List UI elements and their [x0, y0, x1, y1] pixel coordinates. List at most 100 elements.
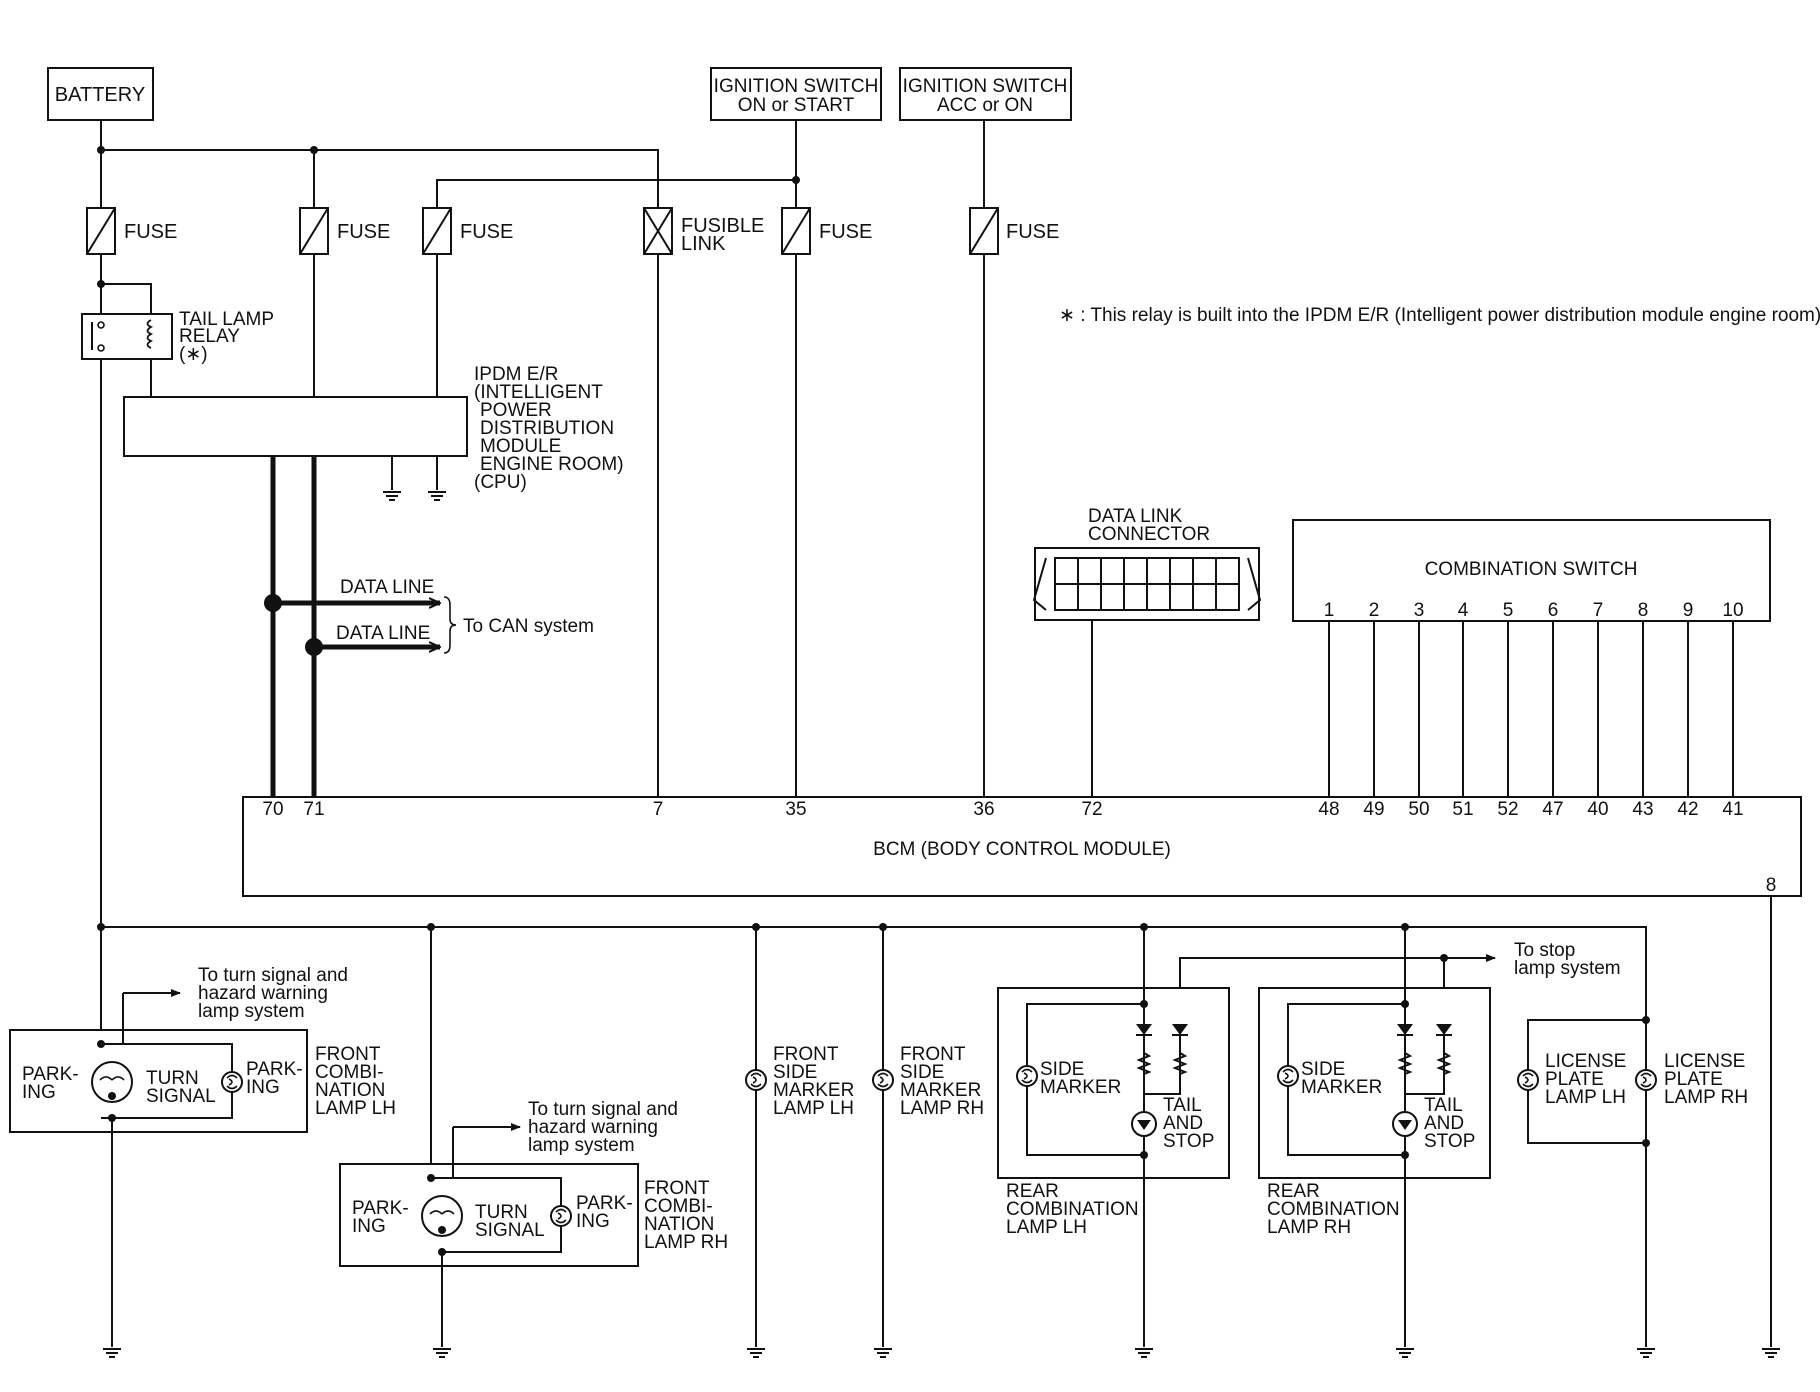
svg-text:POWER: POWER: [480, 400, 552, 421]
side-marker-rh-label-3: MARKER: [900, 1080, 981, 1101]
fuse-symbol: [781, 207, 811, 255]
combi-pin: 3: [1414, 600, 1425, 621]
front-combi-rh-label-4: LAMP RH: [644, 1232, 728, 1253]
front-combi-rh-label-1: FRONT: [644, 1178, 710, 1199]
tail-lamp-bus: [97, 359, 1647, 1030]
tail-stop-label-3: STOP: [1163, 1131, 1214, 1152]
to-turn-label-1: To turn signal and: [528, 1099, 678, 1120]
front-combination-lamp-rh: [339, 927, 639, 1358]
tail-lamp-relay-label-2: RELAY: [179, 326, 240, 347]
bcm-pin: 72: [1081, 799, 1102, 820]
bcm-input-wires: [657, 254, 1093, 797]
parking-label-1: PARK-: [246, 1059, 303, 1080]
license-rh-label-1: LICENSE: [1664, 1051, 1745, 1072]
bcm-pin: 7: [653, 799, 664, 820]
side-marker-lh-label-1: FRONT: [773, 1044, 839, 1065]
front-combi-rh-label-2: COMBI-: [644, 1196, 713, 1217]
front-combination-lamp-lh: [9, 989, 308, 1358]
bcm-pin: 48: [1318, 799, 1339, 820]
ignition-acc-on-box: [899, 67, 1072, 121]
combi-pin: 2: [1369, 600, 1380, 621]
tail-stop-label-1: TAIL: [1424, 1095, 1463, 1116]
parking-label-2: ING: [576, 1211, 610, 1232]
bcm-pin: 43: [1632, 799, 1653, 820]
svg-text:DISTRIBUTION: DISTRIBUTION: [480, 418, 614, 439]
relay-note: ∗ : This relay is built into the IPDM E/…: [1059, 305, 1820, 326]
combi-pin: 5: [1503, 600, 1514, 621]
rear-combination-lamp-lh: [997, 927, 1230, 1358]
rear-combi-lh-label-3: LAMP LH: [1006, 1217, 1087, 1238]
license-rh-label-2: PLATE: [1664, 1069, 1723, 1090]
bcm-pin: 50: [1408, 799, 1429, 820]
rear-combi-rh-label-1: REAR: [1267, 1181, 1320, 1202]
parking-label-2: ING: [352, 1216, 386, 1237]
side-marker-label-2: MARKER: [1040, 1077, 1121, 1098]
combination-switch-label: COMBINATION SWITCH: [1425, 559, 1638, 580]
combi-pin: 1: [1324, 600, 1335, 621]
to-turn-label-2: hazard warning: [528, 1117, 658, 1138]
side-marker-lh-label-3: MARKER: [773, 1080, 854, 1101]
side-marker-rh-label-4: LAMP RH: [900, 1098, 984, 1119]
can-data-lines: [264, 456, 457, 797]
fusible-link-label-1: FUSIBLE: [681, 215, 764, 237]
ignition-on-start-label-2: ON or START: [738, 95, 855, 116]
fuse-label: FUSE: [1006, 221, 1059, 243]
combi-pin: 7: [1593, 600, 1604, 621]
to-turn-label-3: lamp system: [198, 1001, 305, 1022]
parking-label-1: PARK-: [576, 1193, 633, 1214]
ipdm-label: IPDM E/R (INTELLIGENT POWER DISTRIBUTION…: [474, 364, 624, 493]
fuse-label: FUSE: [460, 221, 513, 243]
tail-lamp-relay: [81, 254, 173, 360]
to-turn-label-1: To turn signal and: [198, 965, 348, 986]
front-side-marker-lamp-lh: [745, 927, 767, 1358]
data-line-label-2: DATA LINE: [336, 623, 430, 644]
ignition-on-start-label-1: IGNITION SWITCH: [714, 76, 879, 97]
bcm-pin: 51: [1452, 799, 1473, 820]
bcm-pin: 47: [1542, 799, 1563, 820]
side-marker-label-2: MARKER: [1301, 1077, 1382, 1098]
tail-stop-label-3: STOP: [1424, 1131, 1475, 1152]
to-turn-label-2: hazard warning: [198, 983, 328, 1004]
fuse-symbol: [86, 207, 116, 255]
bcm-ground-wire: [1761, 896, 1781, 1358]
parking-label-2: ING: [22, 1082, 56, 1103]
svg-text:IPDM E/R: IPDM E/R: [474, 364, 558, 385]
power-buses: [97, 120, 985, 208]
battery-box: [47, 67, 154, 121]
data-line-label-1: DATA LINE: [340, 577, 434, 598]
rear-combi-rh-label-2: COMBINATION: [1267, 1199, 1400, 1220]
bcm-pin: 70: [262, 799, 283, 820]
bcm-pin: 8: [1766, 875, 1777, 896]
svg-text:(INTELLIGENT: (INTELLIGENT: [474, 382, 603, 403]
side-marker-label-1: SIDE: [1301, 1059, 1345, 1080]
combi-pin: 9: [1683, 600, 1694, 621]
to-can-label: To CAN system: [463, 616, 594, 637]
turn-signal-label-1: TURN: [475, 1202, 528, 1223]
license-rh-label-3: LAMP RH: [1664, 1087, 1748, 1108]
side-marker-lh-label-4: LAMP LH: [773, 1098, 854, 1119]
license-lh-label-2: PLATE: [1545, 1069, 1604, 1090]
tail-stop-label-2: AND: [1163, 1113, 1203, 1134]
fuse-symbol: [422, 207, 452, 255]
battery-label: BATTERY: [55, 84, 145, 106]
ignition-acc-on-label-2: ACC or ON: [937, 95, 1033, 116]
to-stop-label-1: To stop: [1514, 940, 1575, 961]
fuse-label: FUSE: [819, 221, 872, 243]
tail-lamp-relay-label-3: (∗): [179, 344, 208, 365]
bcm-pin: 35: [785, 799, 806, 820]
rear-combination-lamp-rh: [1258, 927, 1491, 1358]
tail-stop-label-1: TAIL: [1163, 1095, 1202, 1116]
ignition-on-start-box: [710, 67, 882, 121]
combination-switch-box: [1292, 519, 1771, 622]
ignition-acc-on-label-1: IGNITION SWITCH: [903, 76, 1068, 97]
combination-switch-wires: [1328, 621, 1734, 797]
parking-label-2: ING: [246, 1077, 280, 1098]
ipdm-wires: [150, 254, 447, 501]
license-lh-label-3: LAMP LH: [1545, 1087, 1626, 1108]
to-turn-label-3: lamp system: [528, 1135, 635, 1156]
bcm-pin: 71: [303, 799, 324, 820]
svg-text:(CPU): (CPU): [474, 472, 527, 493]
bcm-label: BCM (BODY CONTROL MODULE): [873, 839, 1171, 860]
turn-signal-label-1: TURN: [146, 1068, 199, 1089]
ipdm-box: [123, 396, 468, 457]
